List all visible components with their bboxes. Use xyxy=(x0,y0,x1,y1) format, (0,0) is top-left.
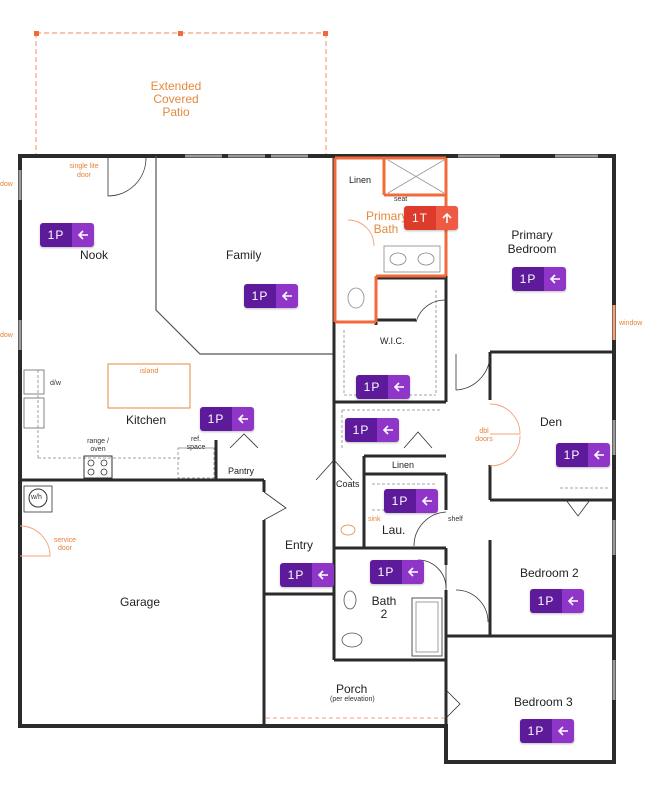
badge-primary-bedroom[interactable]: 1P xyxy=(512,267,566,291)
dbl-doors-note: dbl doors xyxy=(475,428,493,443)
linen-top-label: Linen xyxy=(349,175,372,185)
badge-hall[interactable]: 1P xyxy=(345,418,399,442)
linen-mid-label: Linen xyxy=(392,460,415,470)
range-oven-note: range / oven xyxy=(87,438,109,453)
badge-bedroom3[interactable]: 1P xyxy=(520,719,574,743)
ref-space xyxy=(177,447,215,479)
window-note-right: window xyxy=(619,320,643,327)
sink-icon xyxy=(417,252,435,266)
badge-code: 1P xyxy=(356,375,388,399)
badge-nook[interactable]: 1P xyxy=(40,223,94,247)
arrow-left-icon xyxy=(552,719,574,743)
arrow-left-icon xyxy=(232,407,254,431)
dishwasher xyxy=(23,369,45,395)
service-door-note: service door xyxy=(53,537,77,552)
arrow-left-icon xyxy=(312,563,334,587)
wic-label: W.I.C. xyxy=(380,336,405,346)
toilet-icon xyxy=(341,632,363,648)
badge-code: 1P xyxy=(280,563,312,587)
arrow-up-icon xyxy=(436,206,458,230)
window-note-left-mid: dow xyxy=(0,332,13,339)
badge-code: 1T xyxy=(404,206,436,230)
ref-space-note: ref. space xyxy=(186,436,206,451)
badge-code: 1P xyxy=(345,418,377,442)
badge-entry[interactable]: 1P xyxy=(280,563,334,587)
shelf-note: shelf xyxy=(448,516,463,523)
patio-post xyxy=(323,31,328,36)
toilet-icon xyxy=(347,287,365,309)
porch-label: Porch xyxy=(336,682,368,696)
family-label: Family xyxy=(226,248,262,262)
badge-code: 1P xyxy=(530,589,562,613)
badge-code: 1P xyxy=(370,560,402,584)
arrow-left-icon xyxy=(402,560,424,584)
badge-family[interactable]: 1P xyxy=(244,284,298,308)
badge-code: 1P xyxy=(556,443,588,467)
kitchen-sink xyxy=(23,397,45,429)
badge-code: 1P xyxy=(200,407,232,431)
tub xyxy=(411,597,443,657)
patio-post xyxy=(34,31,39,36)
primary-bedroom-label: Primary Bedroom xyxy=(507,228,557,256)
arrow-left-icon xyxy=(588,443,610,467)
badge-code: 1P xyxy=(520,719,552,743)
nook-label: Nook xyxy=(80,248,109,262)
sink-icon xyxy=(343,590,357,610)
badge-code: 1P xyxy=(512,267,544,291)
sink-note: sink xyxy=(368,516,381,523)
arrow-left-icon xyxy=(377,418,399,442)
arrow-left-icon xyxy=(544,267,566,291)
badge-primary-bath[interactable]: 1T xyxy=(404,206,458,230)
garage-label: Garage xyxy=(120,595,161,609)
pantry-label: Pantry xyxy=(228,466,255,476)
dw-note: d/w xyxy=(50,380,61,387)
patio-post xyxy=(178,31,183,36)
arrow-left-icon xyxy=(276,284,298,308)
bedroom2-label: Bedroom 2 xyxy=(520,566,579,580)
primary-bath-label: Primary Bath xyxy=(366,209,408,236)
arrow-left-icon xyxy=(388,375,410,399)
entry-label: Entry xyxy=(285,538,314,552)
coats-label: Coats xyxy=(336,479,360,489)
sink-icon xyxy=(340,524,356,536)
bath2-label: Bath 2 xyxy=(371,594,397,621)
kitchen-label: Kitchen xyxy=(126,413,167,427)
range-oven xyxy=(83,455,113,479)
window-note-left-top: dow xyxy=(0,181,13,188)
shower-mark xyxy=(387,159,445,194)
wh-note: w/h xyxy=(31,494,42,501)
seat-note: seat xyxy=(394,196,408,203)
patio-label: Extended Covered Patio xyxy=(150,79,202,119)
kitchen-island xyxy=(107,363,191,409)
sink-icon xyxy=(389,252,407,266)
island-note: island xyxy=(140,368,159,375)
arrow-left-icon xyxy=(416,489,438,513)
laundry-label: Lau. xyxy=(382,523,406,537)
badge-bath2[interactable]: 1P xyxy=(370,560,424,584)
bedroom3-label: Bedroom 3 xyxy=(514,695,573,709)
burners xyxy=(87,459,108,476)
porch-sub-label: (per elevation) xyxy=(330,696,375,703)
badge-wic[interactable]: 1P xyxy=(356,375,410,399)
vanity xyxy=(383,245,441,273)
closet-shelves xyxy=(341,290,610,511)
arrow-left-icon xyxy=(72,223,94,247)
den-label: Den xyxy=(540,415,563,429)
single-lite-door-note: single lite door xyxy=(69,163,99,179)
water-heater-box xyxy=(23,485,53,513)
tub-inner xyxy=(415,601,439,653)
water-heater-icon xyxy=(28,488,48,508)
door-swings xyxy=(107,157,591,719)
orange-door-swings xyxy=(19,219,521,557)
badge-code: 1P xyxy=(244,284,276,308)
badge-code: 1P xyxy=(384,489,416,513)
badge-laundry[interactable]: 1P xyxy=(384,489,438,513)
badge-code: 1P xyxy=(40,223,72,247)
badge-bedroom2[interactable]: 1P xyxy=(530,589,584,613)
arrow-left-icon xyxy=(562,589,584,613)
badge-kitchen[interactable]: 1P xyxy=(200,407,254,431)
badge-den[interactable]: 1P xyxy=(556,443,610,467)
